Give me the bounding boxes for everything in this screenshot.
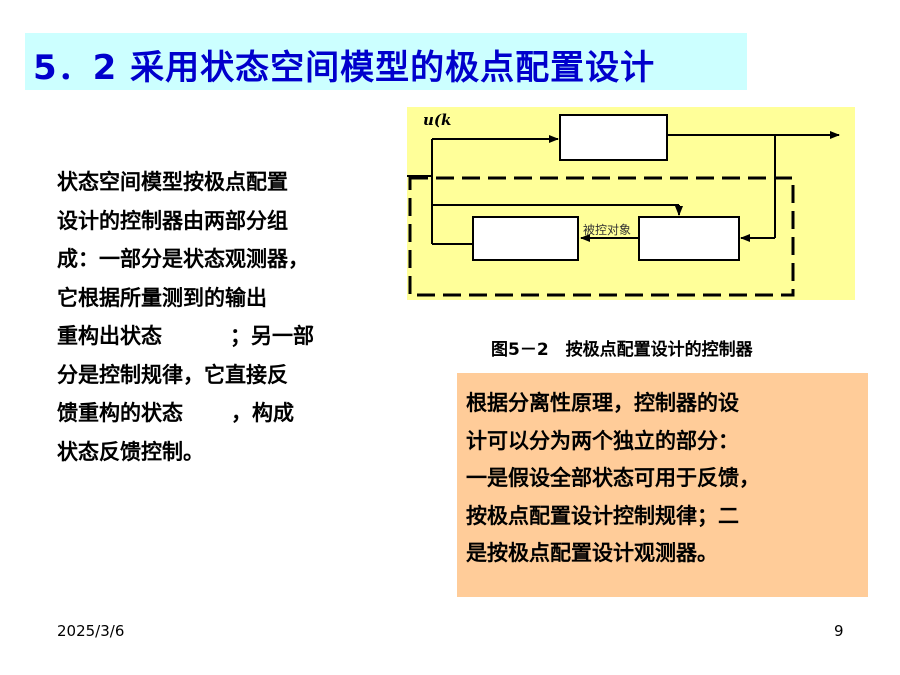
observer-dashed-boundary bbox=[408, 176, 795, 297]
text-segment: 重构出状态 bbox=[57, 323, 162, 348]
text-segment: 馈重构的状态 bbox=[57, 400, 183, 425]
text-line: 成：一部分是状态观测器， bbox=[57, 246, 309, 271]
text-line: 馈重构的状态 ，构成 bbox=[57, 394, 407, 433]
plant-label: 被控对象 bbox=[583, 223, 631, 237]
title-bar bbox=[25, 33, 747, 90]
text-line: 分是控制规律，它直接反 bbox=[57, 361, 288, 387]
plant-block bbox=[559, 114, 668, 161]
text-line: 设计的控制器由两部分组 bbox=[57, 207, 288, 233]
slide-title: 5．2 采用状态空间模型的极点配置设计 bbox=[33, 48, 656, 88]
page-number: 9 bbox=[834, 622, 844, 640]
text-line: 状态空间模型按极点配置 bbox=[57, 169, 288, 194]
figure-caption: 图5－2 按极点配置设计的控制器 bbox=[491, 340, 753, 360]
text-segment: ；另一部 bbox=[230, 323, 314, 348]
controller-block-diagram: u(k 被控对象 bbox=[407, 107, 855, 300]
note-line: 按极点配置设计控制规律；二 bbox=[466, 502, 739, 528]
text-segment: ，构成 bbox=[231, 400, 294, 425]
note-line: 是按极点配置设计观测器。 bbox=[466, 540, 718, 565]
text-line: 它根据所量测到的输出 bbox=[57, 284, 267, 310]
footer-date: 2025/3/6 bbox=[57, 622, 125, 640]
note-box bbox=[457, 373, 868, 597]
note-line: 一是假设全部状态可用于反馈， bbox=[466, 465, 760, 490]
left-paragraph: 状态空间模型按极点配置 设计的控制器由两部分组 成：一部分是状态观测器， 它根据… bbox=[57, 163, 407, 471]
input-label: u(k bbox=[423, 111, 451, 129]
control-law-block bbox=[472, 216, 579, 261]
text-line: 状态反馈控制。 bbox=[57, 438, 204, 464]
note-line: 根据分离性原理，控制器的设 bbox=[466, 390, 739, 415]
observer-block bbox=[638, 216, 740, 261]
note-text: 根据分离性原理，控制器的设 计可以分为两个独立的部分： 一是假设全部状态可用于反… bbox=[466, 384, 866, 572]
note-line: 计可以分为两个独立的部分： bbox=[466, 427, 739, 453]
text-line: 重构出状态 ；另一部 bbox=[57, 317, 407, 356]
